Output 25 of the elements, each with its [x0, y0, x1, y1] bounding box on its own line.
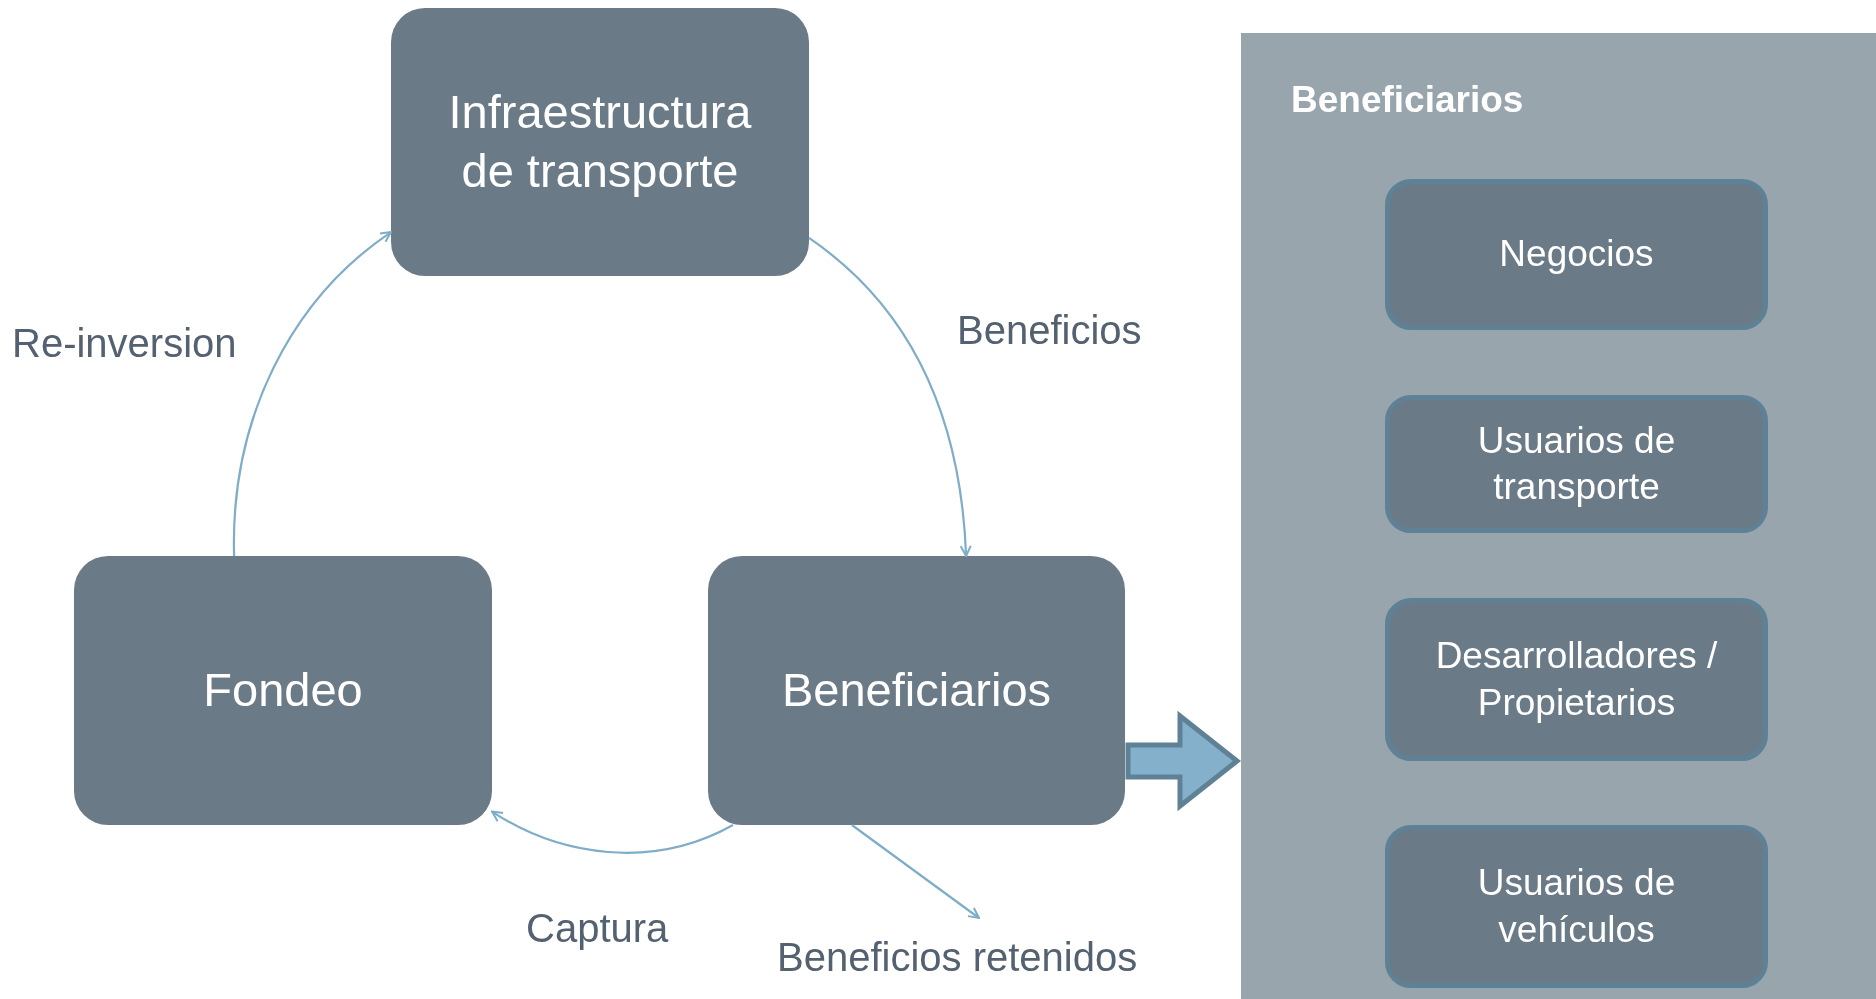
process-box — [74, 556, 492, 825]
arrow — [491, 810, 734, 854]
arrow — [233, 231, 392, 556]
box-label: Fondeo — [203, 662, 363, 719]
process-box — [708, 556, 1125, 825]
panel-heading: Beneficiarios — [1291, 78, 1524, 122]
arrow — [851, 824, 980, 919]
group-panel — [1241, 33, 1876, 999]
box-label: Usuarios de vehículos — [1476, 861, 1677, 952]
box-label: Infraestructura de transporte — [447, 84, 753, 199]
process-box — [1385, 825, 1768, 988]
box-label: Desarrolladores / Propietarios — [1434, 634, 1719, 725]
arrow — [808, 237, 972, 557]
edge-label: Beneficios retenidos — [777, 934, 1138, 981]
box-label: Beneficiarios — [781, 662, 1052, 719]
process-box — [1385, 395, 1768, 533]
block-arrow — [1125, 710, 1242, 812]
process-box — [391, 8, 809, 276]
process-box — [1385, 179, 1768, 330]
edge-label: Beneficios — [957, 307, 1142, 354]
process-box — [1385, 598, 1768, 761]
box-label: Negocios — [1499, 232, 1654, 277]
box-label: Usuarios de transporte — [1476, 418, 1677, 509]
edge-label: Captura — [526, 905, 669, 952]
edge-label: Re-inversion — [12, 320, 237, 367]
